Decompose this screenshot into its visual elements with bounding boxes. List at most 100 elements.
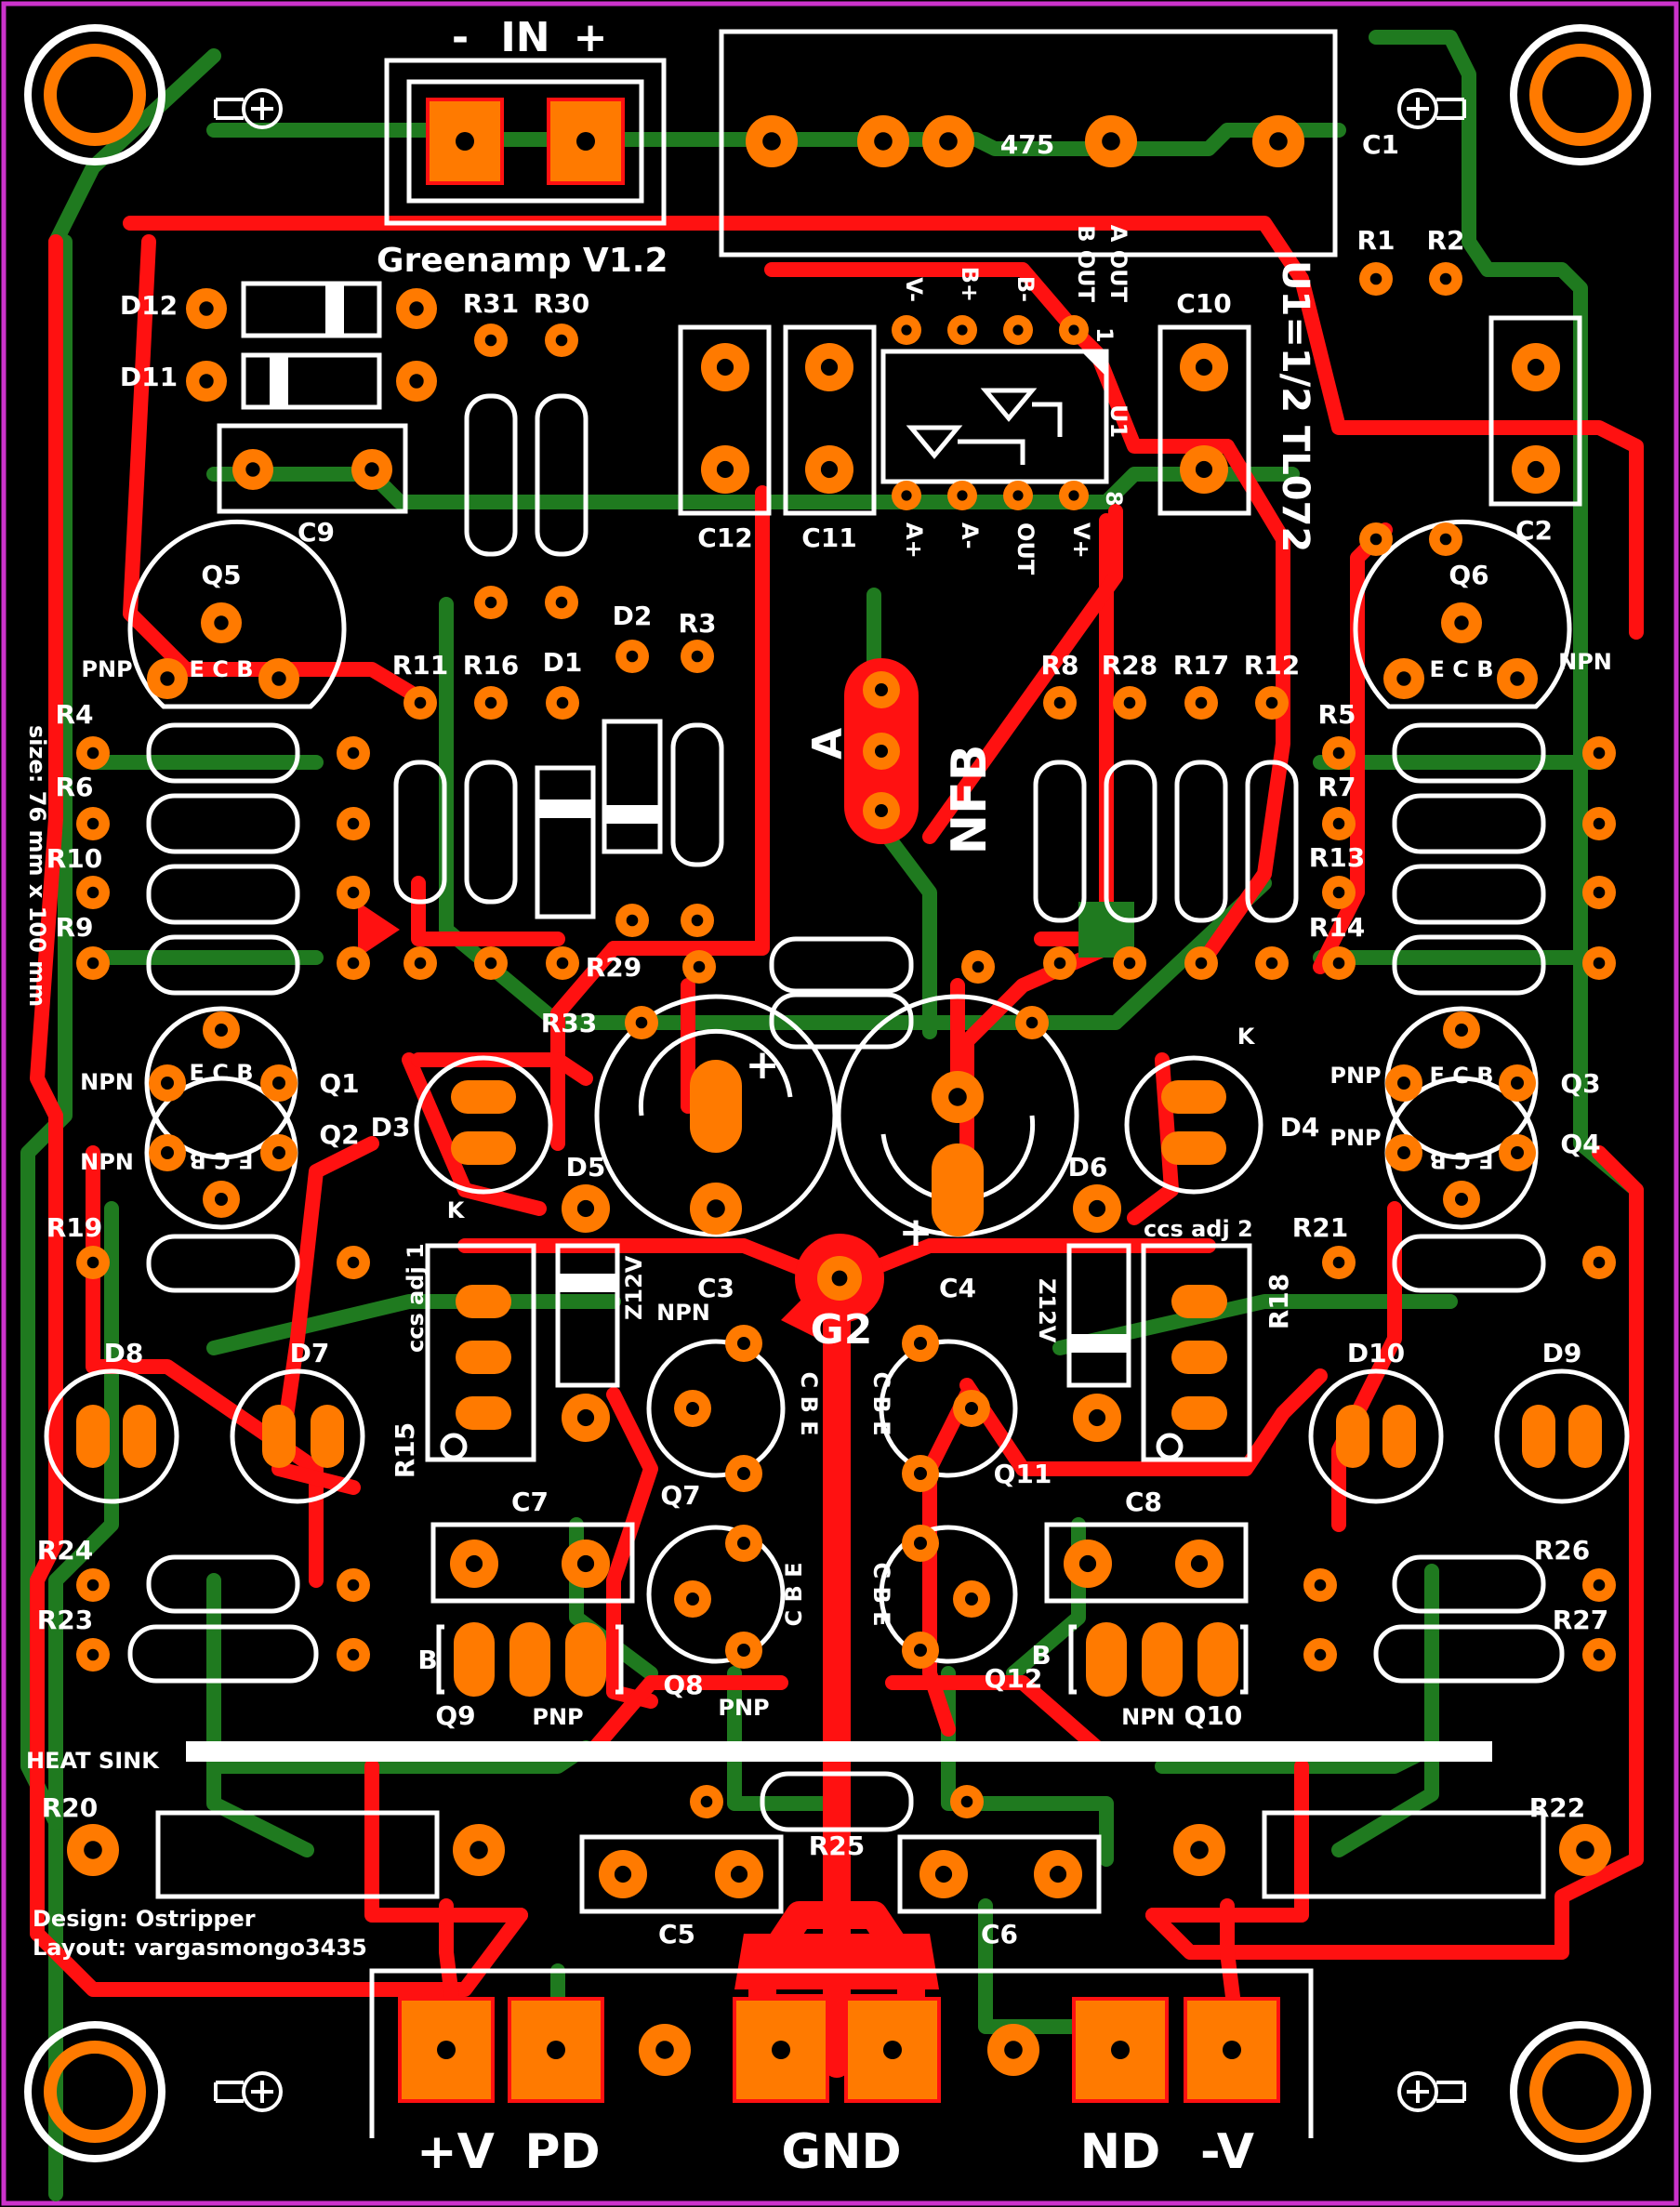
ref-c10: C10 bbox=[1176, 288, 1232, 319]
pad-hole bbox=[1190, 1841, 1209, 1859]
pad-hole bbox=[691, 914, 704, 927]
pad-hole bbox=[1123, 957, 1136, 970]
transistor-pad bbox=[565, 1622, 606, 1697]
opamp-pin-bottom-label: A- bbox=[957, 522, 983, 549]
led-pad bbox=[76, 1405, 110, 1468]
pad-hole bbox=[1369, 533, 1382, 546]
opamp-pin-top-label: B- bbox=[1012, 276, 1038, 302]
pad-hole bbox=[635, 1016, 648, 1029]
pad-hole bbox=[1088, 1199, 1106, 1218]
power-pad bbox=[398, 1997, 495, 2103]
led-pad bbox=[1568, 1405, 1602, 1468]
pad-hole bbox=[347, 817, 360, 830]
ref-r26: R26 bbox=[1534, 1535, 1591, 1566]
ref-c2: C2 bbox=[1515, 515, 1553, 546]
layout-credit: Layout: vargasmongo3435 bbox=[33, 1935, 367, 1961]
pin-label: NPN bbox=[1121, 1704, 1175, 1730]
ref-q10: Q10 bbox=[1184, 1700, 1243, 1731]
ref-r13: R13 bbox=[1309, 842, 1366, 873]
led-pad bbox=[123, 1405, 156, 1468]
ref-d2: D2 bbox=[613, 601, 653, 631]
ref-r5: R5 bbox=[1317, 699, 1356, 730]
pad-hole bbox=[414, 957, 427, 970]
led-pad bbox=[1161, 1080, 1226, 1114]
pad-hole bbox=[437, 2041, 456, 2059]
transistor-pad bbox=[1086, 1622, 1127, 1697]
nfb-label: NFB bbox=[942, 745, 998, 855]
pad-hole bbox=[1332, 1256, 1345, 1269]
pad-hole bbox=[1088, 1408, 1106, 1427]
ref-r19: R19 bbox=[46, 1212, 103, 1243]
pad-hole bbox=[914, 1537, 927, 1550]
zener-d6-label: Z12V bbox=[1034, 1278, 1060, 1343]
mounting-hole-bottom-right bbox=[1510, 2021, 1651, 2162]
heat-sink-label: HEAT SINK bbox=[26, 1748, 160, 1774]
ref-r31: R31 bbox=[463, 288, 520, 319]
pad-hole bbox=[547, 2041, 565, 2059]
ref-q4: Q4 bbox=[1560, 1129, 1600, 1159]
pad-hole bbox=[737, 1337, 750, 1350]
ref-c7: C7 bbox=[511, 1487, 549, 1517]
led-pad bbox=[311, 1405, 344, 1468]
zener-d5-label: Z12V bbox=[621, 1255, 647, 1320]
pad-hole bbox=[707, 1199, 725, 1218]
pin-label: E C B bbox=[1429, 656, 1493, 682]
pin-label: C B E bbox=[868, 1562, 894, 1626]
oval-pad bbox=[1171, 1285, 1227, 1318]
pad-hole bbox=[939, 132, 958, 151]
pad-hole bbox=[555, 596, 568, 609]
pad-hole bbox=[484, 696, 497, 709]
cap-pad bbox=[690, 1060, 742, 1153]
ref-r27: R27 bbox=[1553, 1605, 1609, 1635]
u1-outline bbox=[880, 349, 1109, 484]
ref-r9: R9 bbox=[55, 912, 93, 943]
opamp-title: U1=1/2 TL072 bbox=[1274, 260, 1316, 552]
mounting-hole-top-right bbox=[1510, 24, 1651, 165]
pad-hole bbox=[1053, 696, 1066, 709]
pad-hole bbox=[1314, 1648, 1327, 1661]
pad-hole bbox=[1332, 747, 1345, 760]
ground-g2-label: G2 bbox=[811, 1306, 873, 1354]
pad-hole bbox=[1510, 671, 1525, 686]
pad-hole bbox=[1455, 1024, 1468, 1037]
ref-r22: R22 bbox=[1529, 1792, 1586, 1823]
component-pads bbox=[67, 98, 1616, 2103]
pad-hole bbox=[1593, 1256, 1606, 1269]
pin-label: NPN bbox=[1558, 649, 1612, 675]
pad-hole bbox=[1397, 1077, 1410, 1090]
pad-hole bbox=[272, 1146, 285, 1159]
ref-q5: Q5 bbox=[201, 560, 241, 590]
power-label-pd: PD bbox=[524, 2124, 600, 2180]
pad-hole bbox=[84, 1841, 102, 1859]
pad-hole bbox=[1593, 747, 1606, 760]
pad-hole bbox=[1195, 696, 1208, 709]
pad-hole bbox=[347, 1579, 360, 1592]
design-credit: Design: Ostripper bbox=[33, 1906, 256, 1932]
power-label-neg-v: -V bbox=[1200, 2124, 1254, 2180]
pad-hole bbox=[86, 886, 99, 899]
pin-label: PNP bbox=[1329, 1125, 1381, 1151]
input-label: IN bbox=[500, 14, 549, 61]
pad-hole bbox=[1527, 358, 1545, 377]
led-pad bbox=[1336, 1405, 1369, 1468]
ref-q3: Q3 bbox=[1560, 1068, 1600, 1099]
opamp-pin-bottom-label: A+ bbox=[901, 522, 927, 559]
ref-r33: R33 bbox=[541, 1008, 598, 1038]
pad-hole bbox=[465, 1554, 483, 1573]
pad-hole bbox=[901, 490, 912, 501]
pad-hole bbox=[245, 462, 260, 477]
c1-value: 475 bbox=[1000, 129, 1054, 160]
heat-sink-bar bbox=[186, 1741, 1492, 1762]
pad-hole bbox=[820, 460, 839, 479]
pad-hole bbox=[965, 1592, 978, 1606]
board-title: Greenamp V1.2 bbox=[377, 242, 668, 280]
pad-hole bbox=[716, 358, 734, 377]
pad-hole bbox=[762, 132, 781, 151]
pad-hole bbox=[875, 804, 888, 817]
pad-hole bbox=[972, 960, 985, 973]
c1-outline bbox=[719, 29, 1338, 258]
pad-hole bbox=[686, 1402, 699, 1415]
ref-q8: Q8 bbox=[663, 1670, 703, 1700]
oval-pad bbox=[456, 1396, 511, 1430]
pad-hole bbox=[199, 374, 214, 389]
